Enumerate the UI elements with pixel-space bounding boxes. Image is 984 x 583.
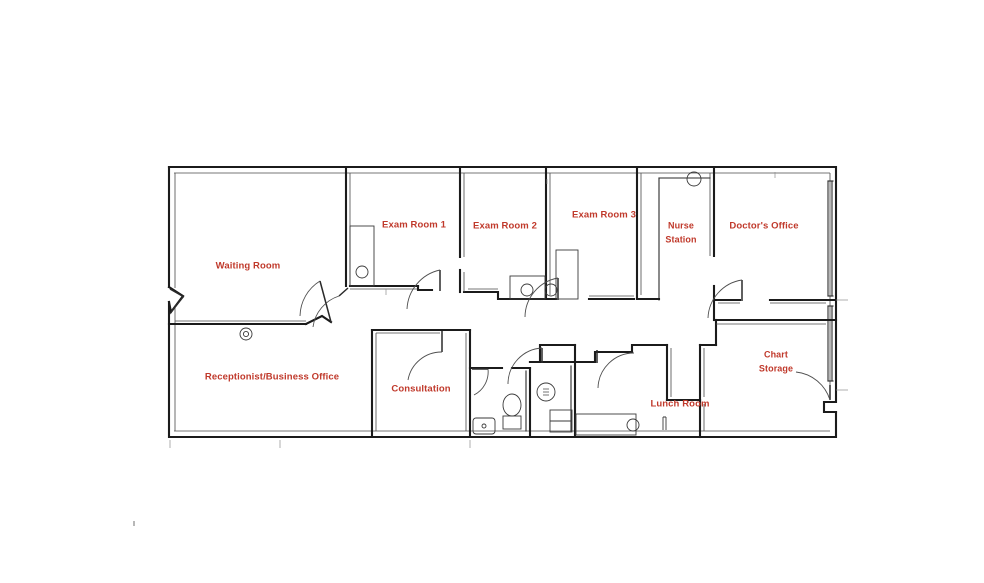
room-label-nurse-station: Nurse Station <box>665 220 696 244</box>
room-labels: Waiting Room Exam Room 1 Exam Room 2 Exa… <box>205 210 799 410</box>
rear-hall-door <box>507 347 543 385</box>
fixtures <box>169 171 776 448</box>
doctors-office-walls <box>712 298 838 304</box>
reception-window <box>239 327 253 341</box>
exam-1-door <box>312 287 349 328</box>
doors <box>169 269 831 401</box>
building-outer-walls <box>167 165 838 439</box>
restroom-sink <box>472 417 496 435</box>
nurse-station-sink <box>686 171 702 187</box>
room-label-exam-room-3: Exam Room 3 <box>572 210 636 221</box>
consultation-door <box>407 331 443 381</box>
room-label-doctors-office: Doctor's Office <box>729 221 798 232</box>
lunch-room-door <box>596 350 635 389</box>
chart-storage-door <box>795 371 831 401</box>
main-entry-door <box>169 288 185 298</box>
restroom-toilet <box>502 393 522 430</box>
scan-artifact <box>133 521 135 526</box>
room-label-chart-storage: Chart Storage <box>759 349 793 373</box>
room-label-exam-room-1: Exam Room 1 <box>382 220 447 231</box>
exam-2-counter-sink <box>509 275 546 300</box>
room-label-lunch-room: Lunch Room <box>650 399 709 410</box>
doctors-office-door <box>707 279 743 319</box>
bottom-band-partitions <box>370 318 838 439</box>
room-label-exam-room-2: Exam Room 2 <box>473 221 537 232</box>
utility-closet-unit <box>536 382 573 433</box>
exam-1-counter-sink <box>349 225 375 287</box>
exam-3-counter-sink <box>544 249 579 300</box>
building-inner-wall-line <box>174 172 831 432</box>
svg-text:Chart: Chart <box>764 349 788 359</box>
lunch-room-counter <box>575 413 667 436</box>
reception-entry-door <box>170 296 184 313</box>
svg-text:Nurse: Nurse <box>668 220 694 230</box>
room-label-consultation: Consultation <box>391 384 450 395</box>
corridor-north-wall <box>167 284 636 326</box>
exam-2-door <box>406 269 441 310</box>
east-wall-windows <box>827 180 848 391</box>
top-band-partitions <box>344 165 716 302</box>
restroom-door <box>472 368 489 396</box>
room-label-waiting-room: Waiting Room <box>216 261 281 272</box>
svg-text:Station: Station <box>665 234 696 244</box>
svg-text:Storage: Storage <box>759 363 793 373</box>
room-label-receptionist-office: Receptionist/Business Office <box>205 372 339 383</box>
waiting-corridor-door <box>299 280 332 323</box>
exam-3-door <box>524 277 559 318</box>
